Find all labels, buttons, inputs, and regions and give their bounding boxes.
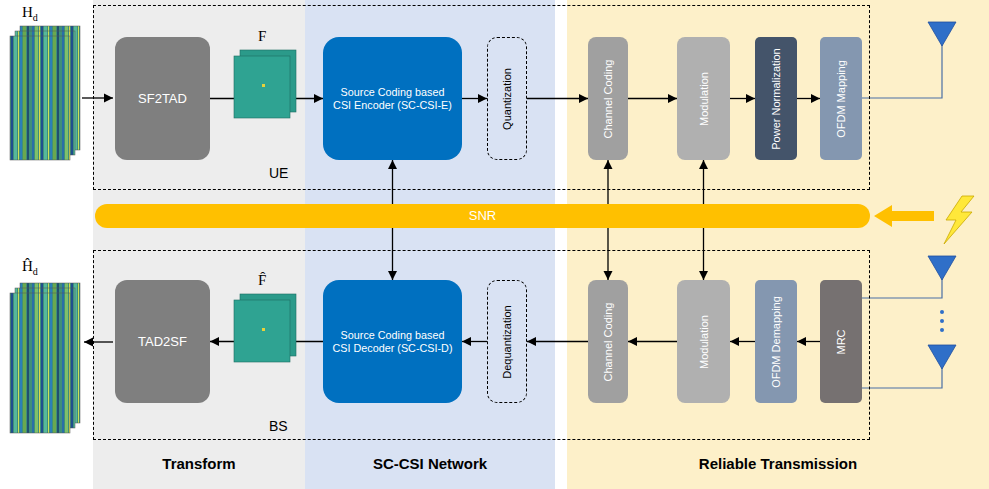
- matrix-symbol: Hd: [22, 4, 38, 23]
- node-label: Source Coding based CSI Decoder (SC-CSI-…: [323, 329, 462, 355]
- flow-arrow: [730, 98, 755, 99]
- flow-arrow: [392, 160, 393, 204]
- node-label: OFDM Demapping: [770, 296, 782, 388]
- flow-arrow: [462, 341, 487, 342]
- matrix-symbol: Ĥd: [22, 258, 38, 277]
- process-box: Channel Coding: [588, 37, 628, 160]
- node-label: SNR: [461, 208, 504, 224]
- process-box: Power Normalization: [755, 37, 797, 160]
- process-box: Modulation: [677, 280, 730, 403]
- process-box: OFDM Demapping: [755, 280, 797, 403]
- process-box: OFDM Mapping: [820, 37, 862, 160]
- reconstructed-matrix-stack: [10, 283, 80, 433]
- recovered-feature-map-stack: [234, 294, 296, 362]
- input-arrow: [82, 97, 113, 98]
- process-box: Channel Coding: [588, 280, 628, 403]
- transform-box: SF2TAD: [115, 37, 210, 160]
- quantization-box: Quantization: [487, 37, 527, 160]
- node-label: TAD2SF: [130, 334, 195, 350]
- flow-arrow: [797, 341, 820, 342]
- snr-bar: SNR: [95, 204, 870, 228]
- flow-arrow: [628, 98, 677, 99]
- process-box: Modulation: [677, 37, 730, 160]
- node-label: Modulation: [698, 72, 710, 126]
- node-label: Channel Coding: [602, 59, 614, 138]
- ue-boundary: SF2TAD Source Coding based CSI Encoder (S…: [93, 5, 870, 190]
- decoder-box: Source Coding based CSI Decoder (SC-CSI-…: [323, 280, 462, 403]
- node-label: Source Coding based CSI Encoder (SC-CSI-…: [323, 86, 462, 112]
- node-label: Dequantization: [501, 305, 513, 378]
- feature-map-stack: [234, 50, 296, 118]
- ellipsis-dots: [940, 310, 944, 332]
- flow-arrow: [703, 160, 704, 204]
- flow-arrow: [797, 98, 820, 99]
- node-label: BS: [269, 418, 288, 435]
- dequantization-box: Dequantization: [487, 280, 527, 403]
- node-label: Reliable Transmission: [567, 455, 989, 473]
- bs-boundary: TAD2SF Source Coding based CSI Decoder (S…: [93, 250, 870, 440]
- node-label: Power Normalization: [770, 48, 782, 149]
- flow-arrow: [730, 341, 755, 342]
- flow-arrow: [527, 341, 588, 342]
- node-label: MRC: [835, 329, 847, 354]
- output-arrow: [84, 341, 113, 342]
- matrix-symbol: F: [258, 28, 266, 45]
- matrix-symbol: F̂: [258, 272, 266, 289]
- flow-arrow: [392, 228, 393, 280]
- flow-arrow: [607, 160, 608, 204]
- flow-arrow: [527, 98, 588, 99]
- transform-box: TAD2SF: [115, 280, 210, 403]
- process-box: MRC: [820, 280, 862, 403]
- channel-matrix-stack: [10, 26, 80, 160]
- node-label: Modulation: [698, 315, 710, 369]
- node-label: OFDM Mapping: [835, 60, 847, 138]
- node-label: SC-CSI Network: [305, 455, 555, 473]
- node-label: UE: [269, 165, 288, 182]
- node-label: Channel Coding: [602, 302, 614, 381]
- flow-arrow: [607, 228, 608, 280]
- flow-arrow: [703, 228, 704, 280]
- node-label: SF2TAD: [130, 91, 195, 107]
- flow-arrow: [462, 98, 487, 99]
- encoder-box: Source Coding based CSI Encoder (SC-CSI-…: [323, 37, 462, 160]
- flow-arrow: [628, 341, 677, 342]
- node-label: Quantization: [501, 68, 513, 130]
- node-label: Transform: [93, 455, 305, 473]
